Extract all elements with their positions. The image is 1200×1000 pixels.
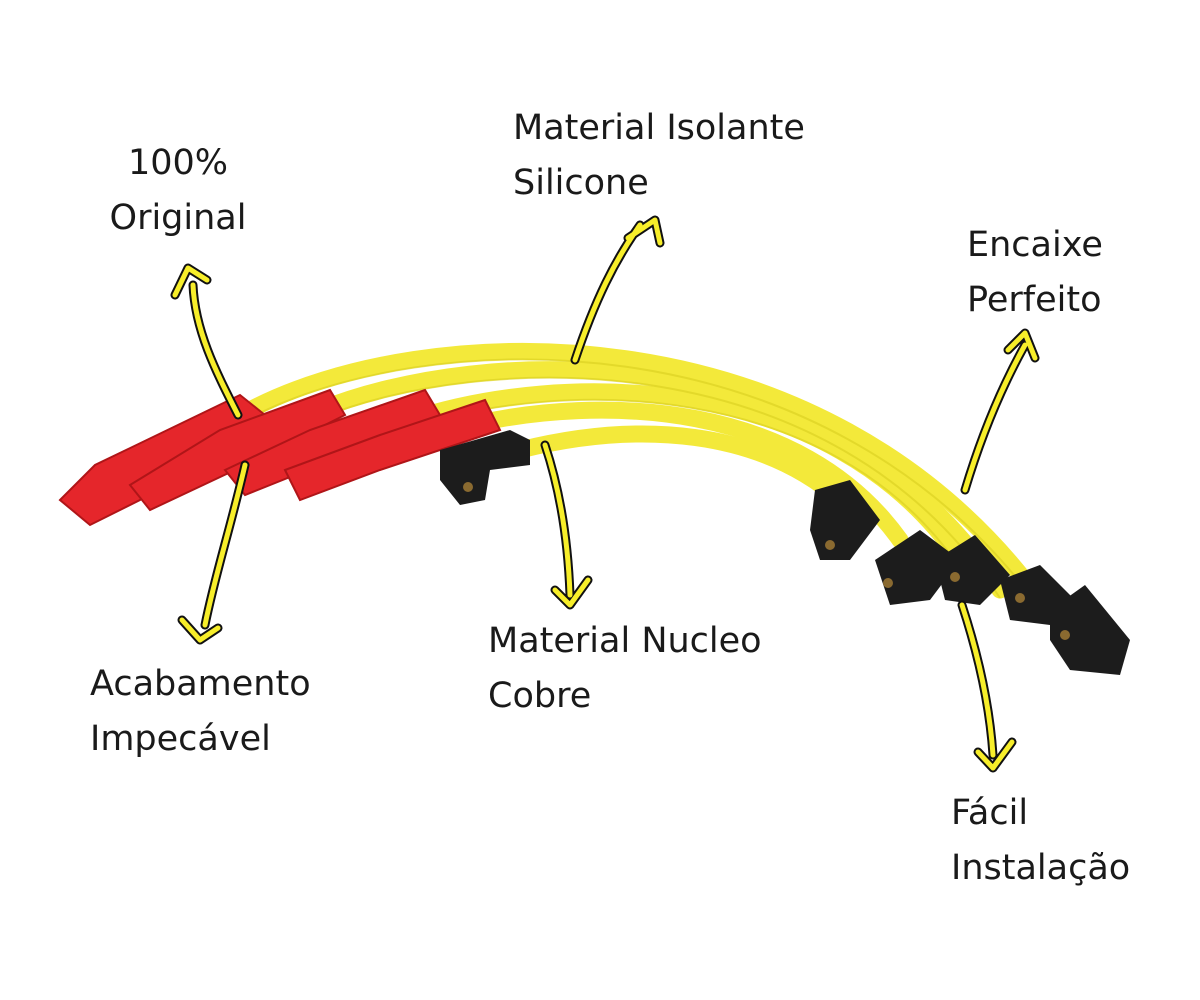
black-boot-1 (440, 430, 530, 505)
cable-1 (241, 342, 1049, 609)
black-boot-3 (875, 530, 960, 605)
black-boots (440, 430, 1130, 675)
black-boot-2 (810, 480, 880, 560)
label-isolante: Material Isolante Silicone (513, 101, 805, 211)
red-boot-2 (128, 388, 347, 512)
label-original-line2: Original (109, 198, 247, 238)
label-original-line1: 100% (127, 143, 229, 183)
label-instalacao: Fácil Instalação (951, 786, 1130, 896)
label-original: 100% Original (98, 136, 258, 246)
red-boots (58, 388, 502, 527)
label-encaixe: Encaixe Perfeito (967, 218, 1103, 328)
black-boot-4 (935, 535, 1010, 605)
cable-5 (511, 425, 849, 509)
label-isolante-line2: Silicone (513, 163, 649, 203)
label-acabamento: Acabamento Impecável (90, 657, 311, 767)
black-boot-6 (1050, 585, 1130, 675)
label-instalacao-line2: Instalação (951, 848, 1131, 888)
cable-2 (311, 361, 1009, 599)
label-nucleo: Material Nucleo Cobre (488, 614, 762, 724)
label-instalacao-line1: Fácil (951, 793, 1029, 833)
label-nucleo-line1: Material Nucleo (488, 621, 762, 661)
label-nucleo-line2: Cobre (488, 676, 592, 716)
annotation-arrows-fill (172, 217, 1038, 771)
red-boot-4 (283, 398, 502, 502)
label-acabamento-line1: Acabamento (90, 664, 311, 704)
label-isolante-line1: Material Isolante (513, 108, 805, 148)
terminal-dots (463, 482, 1070, 640)
label-encaixe-line1: Encaixe (967, 225, 1103, 265)
label-encaixe-line2: Perfeito (967, 280, 1102, 320)
label-acabamento-line2: Impecável (90, 719, 271, 759)
